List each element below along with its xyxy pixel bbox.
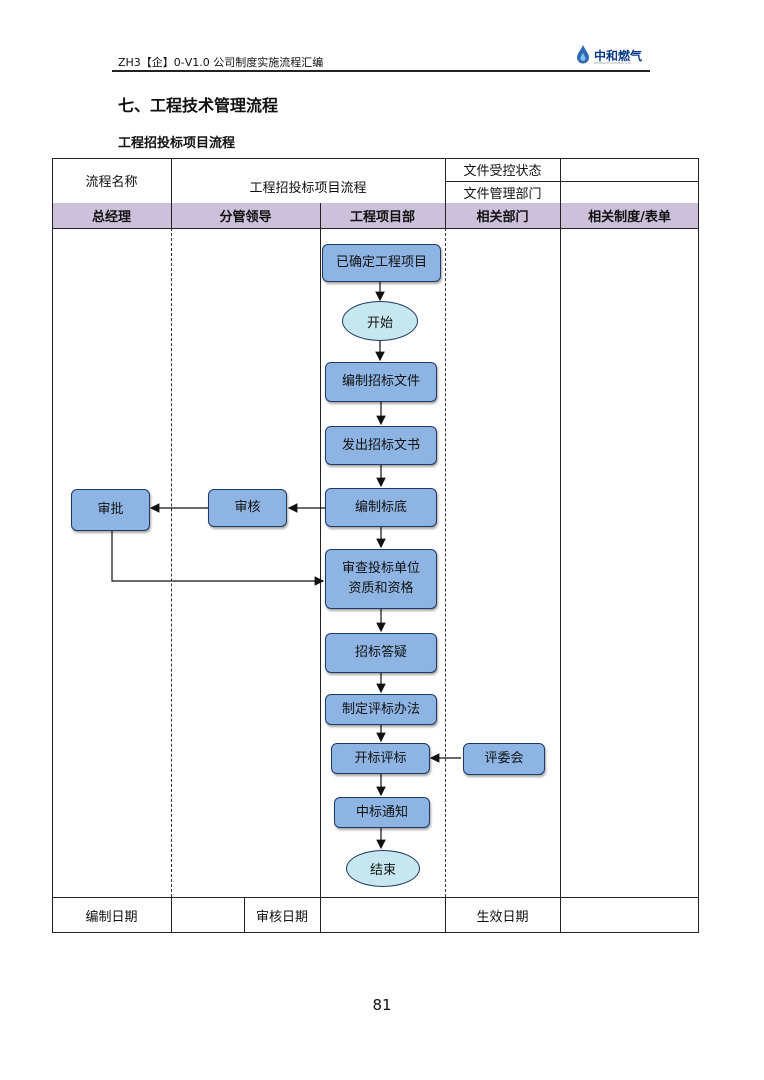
- compile-date-label: 编制日期: [85, 909, 138, 925]
- review-date-label: 审核日期: [255, 909, 308, 925]
- node-tender-qa: 招标答疑: [325, 633, 437, 673]
- section-title: 七、工程技术管理流程: [118, 96, 279, 115]
- header-divider: [112, 70, 650, 72]
- lane-related-forms: 相关制度/表单: [588, 210, 671, 225]
- divider: [52, 228, 699, 229]
- page-number: 81: [372, 996, 392, 1014]
- lane-divider: [445, 228, 446, 897]
- node-approve: 审批: [71, 489, 150, 531]
- divider: [171, 203, 172, 229]
- company-logo: 中和燃气 ZHONGHE NATURAL GAS: [574, 44, 654, 66]
- node-issue-tender-docs: 发出招标文书: [325, 426, 437, 465]
- process-name-value: 工程招投标项目流程: [249, 181, 367, 196]
- divider: [320, 897, 321, 933]
- logo-subtext: ZHONGHE NATURAL GAS: [594, 61, 632, 65]
- lane-divider: [560, 228, 561, 897]
- dept-label: 文件管理部门: [463, 186, 542, 202]
- effective-date-label: 生效日期: [476, 909, 529, 925]
- divider: [560, 203, 561, 229]
- divider: [52, 897, 699, 898]
- node-qualification-check: 审查投标单位资质和资格: [325, 549, 437, 609]
- divider: [171, 158, 172, 204]
- divider: [560, 158, 561, 204]
- control-status-label: 文件受控状态: [463, 164, 542, 179]
- divider: [445, 181, 699, 182]
- lane-engineering-dept: 工程项目部: [349, 210, 415, 225]
- divider: [445, 203, 446, 229]
- node-confirmed-project: 已确定工程项目: [322, 244, 441, 282]
- document-code: ZH3【企】0-V1.0 公司制度实施流程汇编: [118, 56, 324, 69]
- subsection-title: 工程招投标项目流程: [118, 136, 236, 151]
- node-award-notice: 中标通知: [334, 797, 430, 828]
- arrow-approve-to-qualify: [111, 531, 325, 586]
- node-prepare-base-price: 编制标底: [325, 488, 437, 527]
- node-review: 审核: [208, 489, 287, 527]
- divider: [560, 897, 561, 933]
- qualify-line-1: 审查投标单位: [341, 561, 420, 576]
- divider: [445, 897, 446, 933]
- flame-drop-icon: [577, 45, 589, 64]
- node-evaluation-method: 制定评标办法: [325, 694, 437, 725]
- node-prepare-tender-docs: 编制招标文件: [325, 362, 437, 402]
- divider: [244, 897, 245, 933]
- lane-supervising-leader: 分管领导: [219, 210, 272, 225]
- lane-divider: [171, 228, 172, 897]
- node-bid-opening: 开标评标: [331, 743, 430, 774]
- divider: [171, 897, 172, 933]
- divider: [445, 158, 446, 204]
- lane-related-dept: 相关部门: [476, 210, 529, 225]
- node-end: 结束: [346, 850, 420, 887]
- process-name-label: 流程名称: [85, 175, 138, 190]
- lane-divider: [320, 228, 321, 897]
- process-table: [52, 158, 699, 933]
- lane-header-band: [53, 203, 698, 228]
- node-start: 开始: [342, 301, 418, 341]
- divider: [320, 203, 321, 229]
- lane-general-manager: 总经理: [91, 210, 131, 225]
- qualify-line-2: 资质和资格: [348, 581, 414, 596]
- node-evaluation-committee: 评委会: [463, 743, 545, 775]
- logo-text: 中和燃气: [594, 49, 643, 63]
